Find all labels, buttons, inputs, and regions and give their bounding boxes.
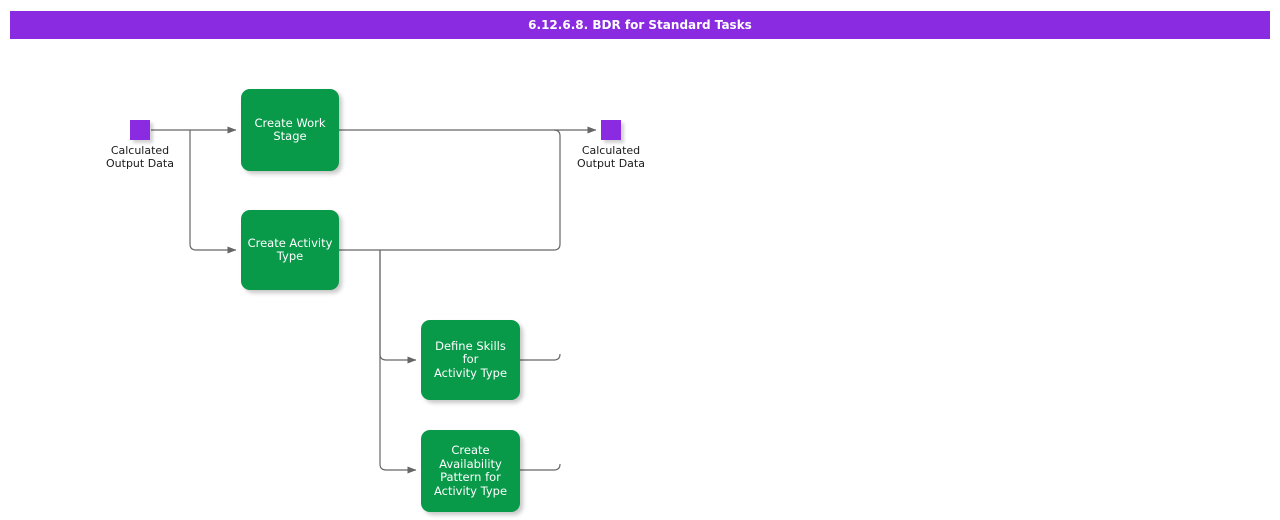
activity-create-work-stage-label: Create Work Stage: [254, 115, 326, 143]
activity-create-availability-pattern-for-activity-type-label: Create Availability Pattern for Activity…: [433, 443, 508, 498]
terminal-input-label: Calculated Output Data: [106, 144, 174, 170]
terminal-output-label: Calculated Output Data: [577, 144, 645, 170]
edge-create-activity-type-to-output: [339, 129, 561, 251]
edge-create-activity-type-to-define-skills: [379, 250, 417, 364]
title-bar-text: 6.12.6.8. BDR for Standard Tasks: [528, 18, 752, 32]
terminal-input-calculated-output-data[interactable]: [130, 120, 150, 140]
activity-create-activity-type[interactable]: Create Activity Type: [241, 210, 339, 290]
activity-create-work-stage[interactable]: Create Work Stage: [241, 89, 339, 171]
edge-create-availability-to-output: [520, 463, 561, 471]
terminal-output-calculated-output-data[interactable]: [601, 120, 621, 140]
activity-create-activity-type-label: Create Activity Type: [247, 235, 333, 263]
activity-define-skills-for-activity-type-label: Define Skills for Activity Type: [433, 338, 508, 380]
activity-define-skills-for-activity-type[interactable]: Define Skills for Activity Type: [421, 320, 520, 400]
edge-define-skills-to-output: [520, 353, 561, 361]
title-bar: 6.12.6.8. BDR for Standard Tasks: [10, 11, 1270, 39]
activity-create-availability-pattern-for-activity-type[interactable]: Create Availability Pattern for Activity…: [421, 430, 520, 512]
edge-create-activity-type-to-create-availability: [379, 250, 417, 474]
